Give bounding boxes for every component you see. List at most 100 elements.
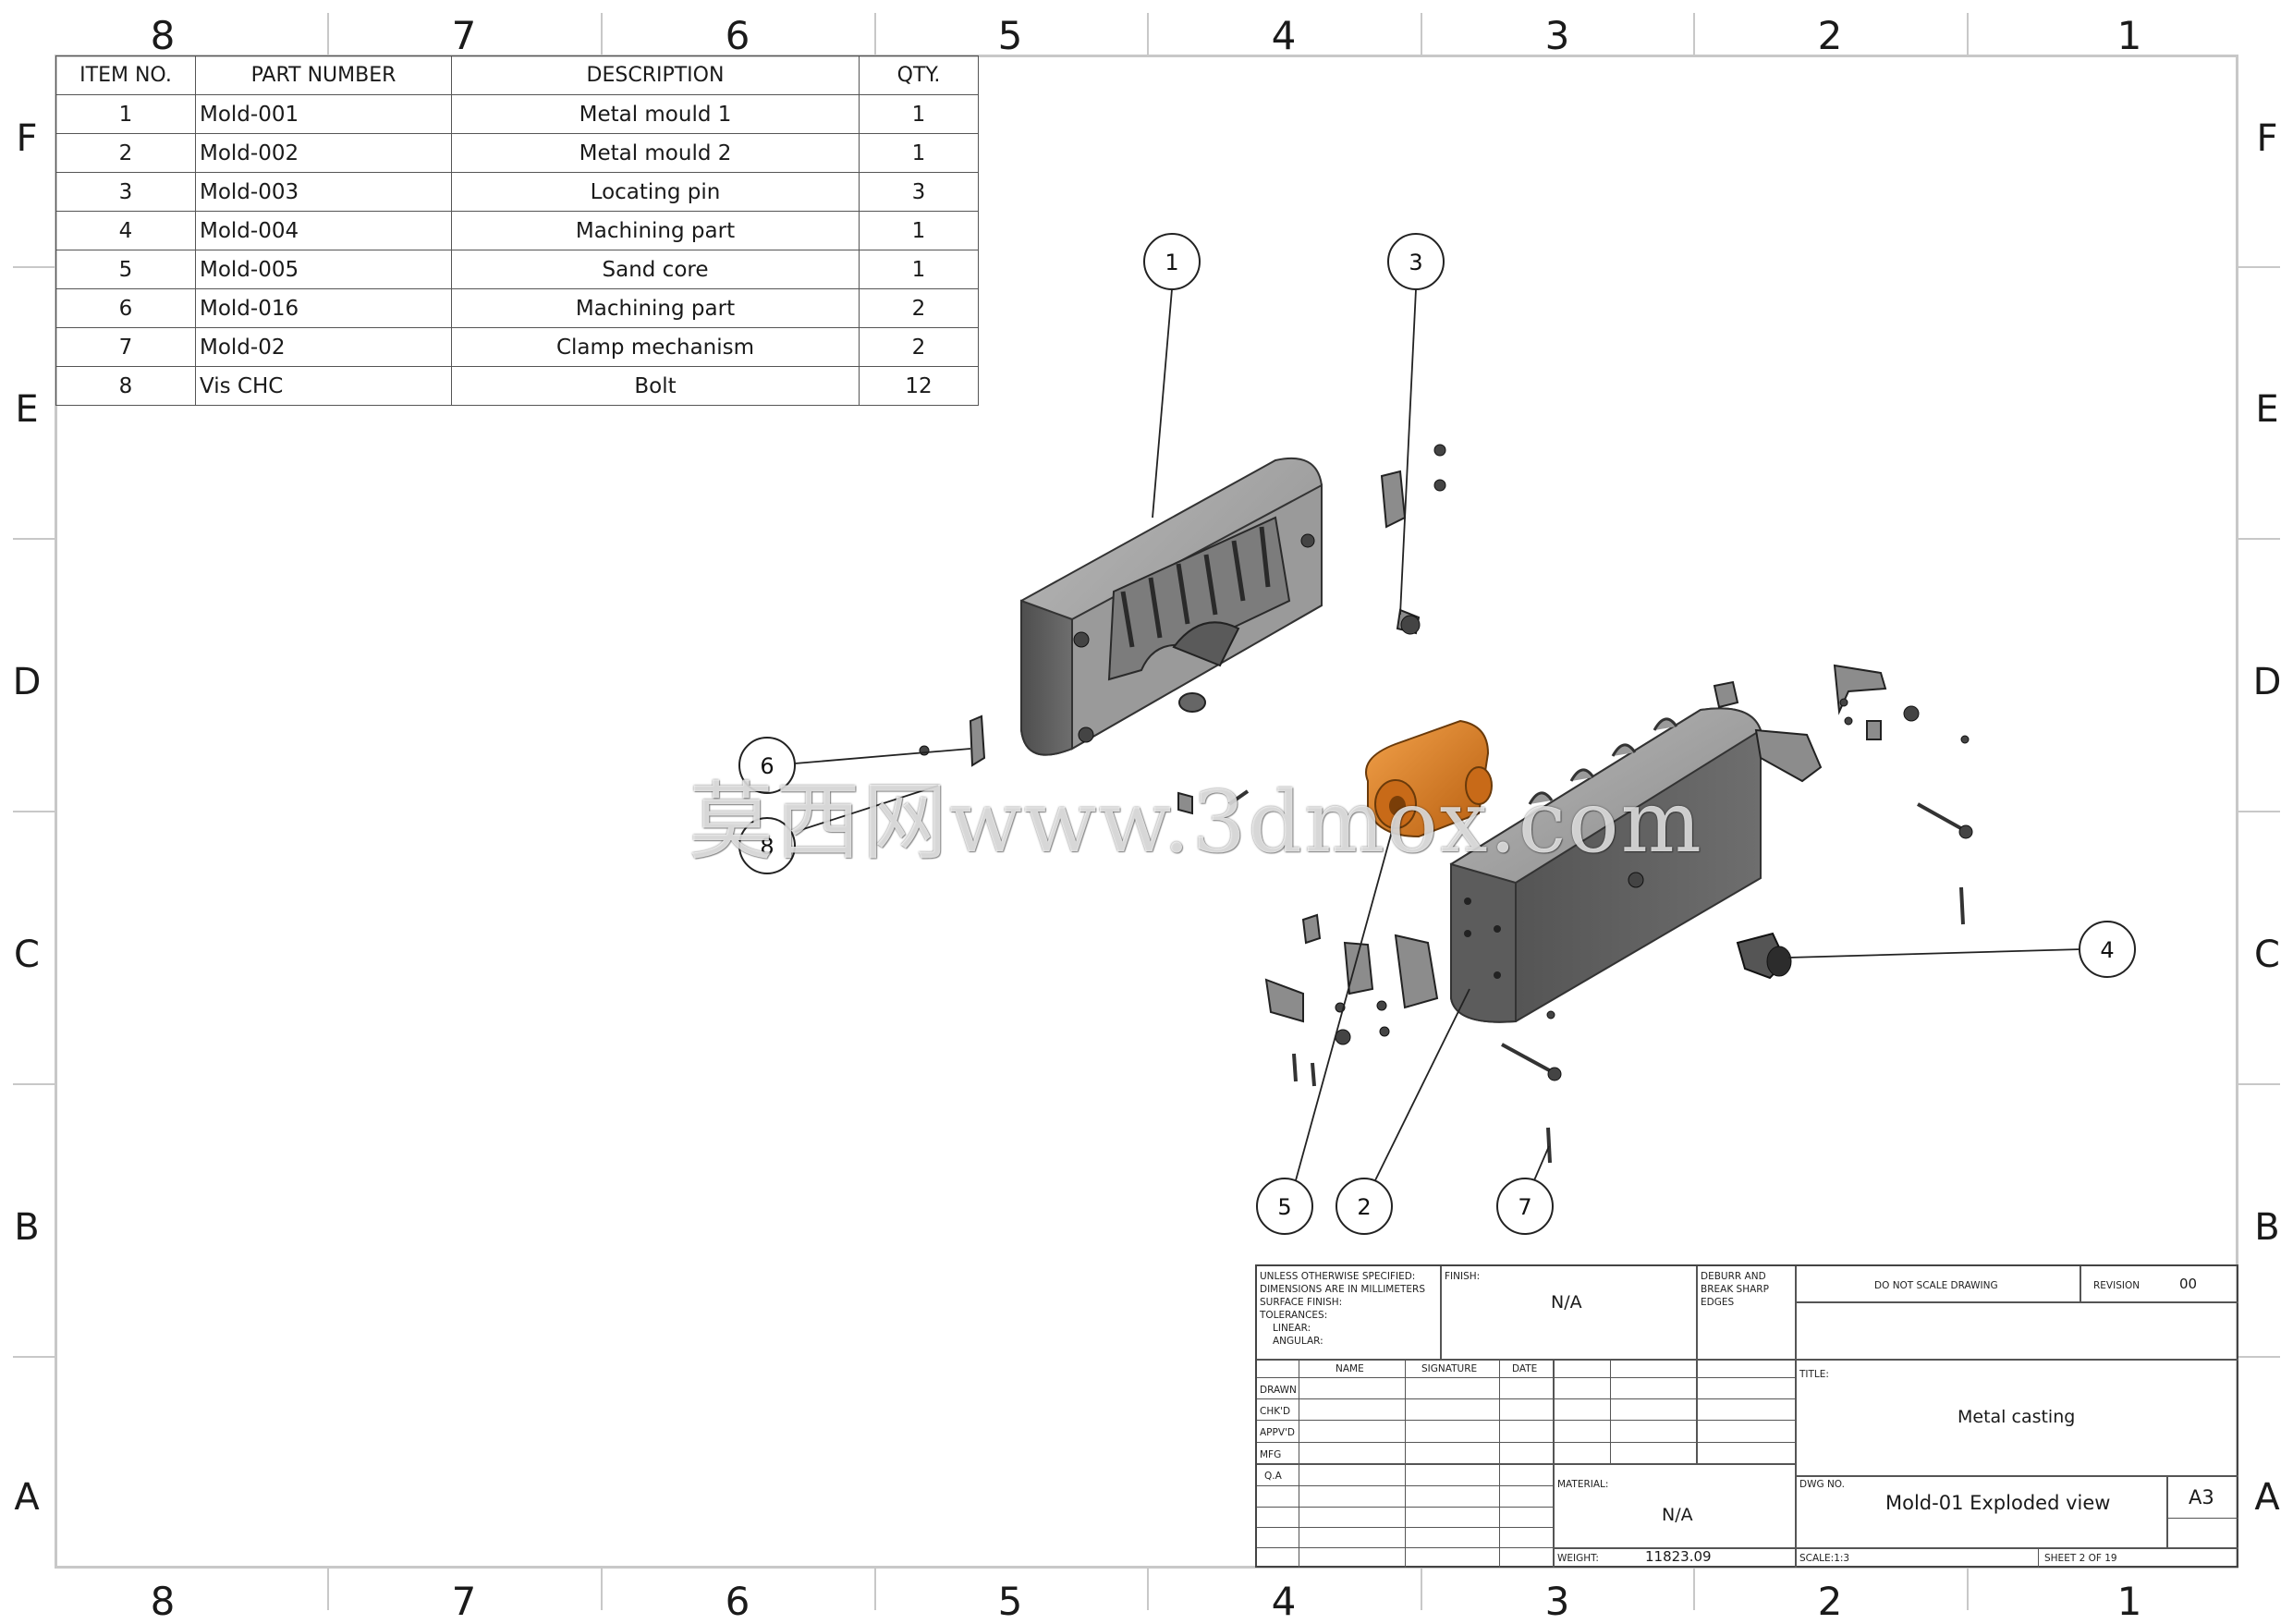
zone-col-5-bottom: 5	[997, 1579, 1023, 1624]
zone-col-6-bottom: 6	[725, 1579, 750, 1624]
revision-label: REVISION	[2093, 1280, 2141, 1291]
balloon-8	[738, 817, 796, 874]
balloon-6	[738, 737, 796, 794]
weight-label: WEIGHT:	[1557, 1553, 1599, 1564]
balloon-labels: 1 3 6 8 4 5 2 7	[760, 250, 2114, 1220]
bom-item: 5	[55, 250, 196, 289]
zone-col-1: 1	[2116, 13, 2142, 58]
row-label-drawn: DRAWN	[1260, 1385, 1297, 1396]
metal-mould-2	[1449, 707, 1762, 1023]
balloon-3	[1387, 233, 1445, 290]
balloon-leaders	[794, 288, 2082, 1181]
zone-col-4-bottom: 4	[1271, 1579, 1297, 1624]
balloon-label-5: 5	[1277, 1194, 1291, 1220]
zone-col-3-bottom: 3	[1544, 1579, 1570, 1624]
deburr-note: DEBURR AND BREAK SHARP EDGES	[1701, 1271, 1769, 1308]
weight-value: 11823.09	[1645, 1548, 1712, 1565]
zone-row-a: A	[14, 1476, 40, 1519]
bom-item: 2	[55, 133, 196, 173]
row-label-approved: APPV'D	[1260, 1427, 1296, 1438]
bom-qty: 1	[859, 250, 979, 289]
bom-qty: 3	[859, 172, 979, 212]
zone-row-f: F	[16, 117, 38, 160]
zone-row-d-right: D	[2252, 661, 2282, 703]
machining-part-4	[1736, 932, 1792, 980]
zone-row-f-right: F	[2256, 117, 2278, 160]
balloon-4	[2079, 921, 2136, 978]
zone-row-b-right: B	[2254, 1206, 2280, 1249]
bom-desc: Bolt	[451, 366, 860, 406]
bom-part: Mold-016	[195, 288, 452, 328]
grid-header-date: DATE	[1512, 1363, 1538, 1374]
bom-desc: Machining part	[451, 288, 860, 328]
material-label: MATERIAL:	[1557, 1479, 1609, 1490]
bom-part: Mold-003	[195, 172, 452, 212]
bom-part: Mold-004	[195, 211, 452, 250]
revision-value: 00	[2179, 1276, 2198, 1292]
sand-core	[1365, 719, 1493, 838]
balloon-2	[1336, 1178, 1393, 1235]
bom-part: Mold-005	[195, 250, 452, 289]
bom-part: Mold-002	[195, 133, 452, 173]
finish-value: N/A	[1551, 1292, 1582, 1313]
drawing-border	[55, 55, 2238, 1569]
zone-row-e-right: E	[2255, 388, 2279, 431]
zone-col-1-bottom: 1	[2116, 1579, 2142, 1624]
drawing-number: Mold-01 Exploded view	[1885, 1492, 2111, 1514]
balloon-label-4: 4	[2100, 937, 2114, 963]
drawing-title: Metal casting	[1958, 1407, 2076, 1427]
bom-qty: 2	[859, 288, 979, 328]
balloon-5	[1256, 1178, 1313, 1235]
sheet-size: A3	[2189, 1486, 2214, 1508]
watermark: 莫西网www.3dmox.com	[689, 773, 1703, 872]
zone-col-7: 7	[451, 13, 477, 58]
bom-item: 8	[55, 366, 196, 406]
do-not-scale-note: DO NOT SCALE DRAWING	[1874, 1280, 1998, 1291]
tolerance-notes: UNLESS OTHERWISE SPECIFIED: DIMENSIONS A…	[1260, 1271, 1426, 1347]
balloon-1	[1143, 233, 1201, 290]
row-label-qa: Q.A	[1264, 1471, 1282, 1482]
zone-col-2: 2	[1817, 13, 1843, 58]
bolts	[1227, 789, 1965, 1164]
bom-part: Mold-02	[195, 327, 452, 367]
zone-col-8: 8	[150, 13, 176, 58]
sheet-number: SHEET 2 OF 19	[2044, 1553, 2117, 1564]
bom-item: 4	[55, 211, 196, 250]
zone-row-e: E	[15, 388, 39, 431]
bom-desc: Metal mould 2	[451, 133, 860, 173]
zone-col-3: 3	[1544, 13, 1570, 58]
bom-qty: 1	[859, 94, 979, 134]
title-block: UNLESS OTHERWISE SPECIFIED: DIMENSIONS A…	[1255, 1264, 2238, 1568]
dwg-no-label: DWG NO.	[1799, 1479, 1845, 1490]
grid-header-name: NAME	[1336, 1363, 1364, 1374]
zone-col-7-bottom: 7	[451, 1579, 477, 1624]
zone-row-a-right: A	[2254, 1476, 2280, 1519]
balloon-label-1: 1	[1165, 250, 1178, 275]
row-label-mfg: MFG	[1260, 1449, 1282, 1460]
bom-header-row: ITEM NO. PART NUMBER DESCRIPTION QTY.	[55, 55, 979, 95]
zone-col-4: 4	[1271, 13, 1297, 58]
balloon-label-7: 7	[1518, 1194, 1531, 1220]
zone-col-2-bottom: 2	[1817, 1579, 1843, 1624]
grid-header-signature: SIGNATURE	[1421, 1363, 1478, 1374]
zone-row-c-right: C	[2254, 934, 2280, 976]
balloon-label-3: 3	[1409, 250, 1422, 275]
title-label: TITLE:	[1799, 1369, 1829, 1380]
balloon-label-8: 8	[760, 834, 774, 860]
bom-header-qty: QTY.	[859, 55, 979, 95]
bom-header-item: ITEM NO.	[55, 55, 196, 95]
finish-label: FINISH:	[1445, 1271, 1481, 1282]
bom-qty: 2	[859, 327, 979, 367]
item-balloons	[738, 233, 2136, 1235]
bom-desc: Clamp mechanism	[451, 327, 860, 367]
bom-header-description: DESCRIPTION	[451, 55, 860, 95]
material-value: N/A	[1662, 1505, 1693, 1525]
clamp-mechanism-parts	[969, 470, 1887, 1023]
bom-part: Vis CHC	[195, 366, 452, 406]
